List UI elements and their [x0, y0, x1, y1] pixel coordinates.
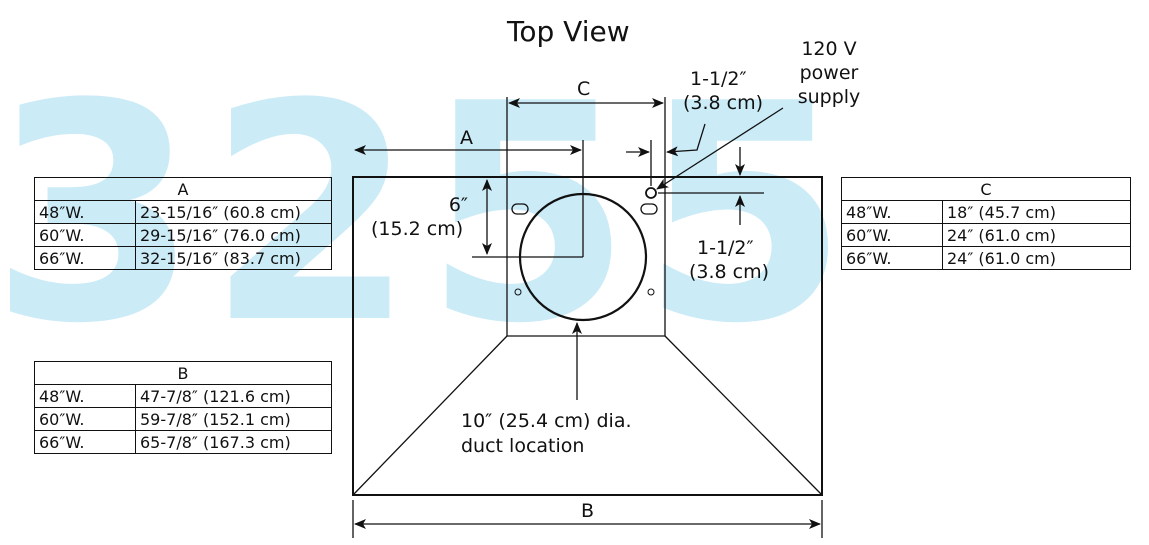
- table-row: 60″W. 59-7/8″ (152.1 cm): [34, 407, 332, 431]
- table-b-width-48: 48″W.: [34, 384, 136, 408]
- table-c-width-66: 66″W.: [841, 246, 943, 270]
- right-screw-hole: [647, 288, 655, 296]
- table-a-width-66: 66″W.: [34, 246, 136, 270]
- table-c-width-60: 60″W.: [841, 223, 943, 247]
- right-mounting-slot: [640, 203, 658, 215]
- table-c-value-60: 24″ (61.0 cm): [942, 223, 1131, 247]
- power-supply-label-3: supply: [797, 86, 861, 108]
- table-a-header: A: [34, 177, 332, 201]
- dimension-b-label: B: [581, 500, 595, 522]
- dimension-b-table: B 48″W. 47-7/8″ (121.6 cm) 60″W. 59-7/8″…: [34, 361, 332, 454]
- dimension-c-label: C: [577, 78, 591, 100]
- table-b-value-48: 47-7/8″ (121.6 cm): [135, 384, 332, 408]
- table-c-width-48: 48″W.: [841, 200, 943, 224]
- left-slope: [352, 335, 508, 496]
- table-a-value-60: 29-15/16″ (76.0 cm): [135, 223, 332, 247]
- table-row: 60″W. 24″ (61.0 cm): [841, 223, 1131, 247]
- table-b-header: B: [34, 361, 332, 385]
- view-title: Top View: [507, 15, 630, 48]
- power-supply-label-1: 120 V: [801, 38, 857, 60]
- back-offset-cm-label: (3.8 cm): [689, 261, 770, 283]
- power-supply-label-2: power: [799, 62, 859, 84]
- table-row: 66″W. 65-7/8″ (167.3 cm): [34, 430, 332, 454]
- duct-label-1: 10″ (25.4 cm) dia.: [461, 410, 632, 432]
- side-offset-label: 1-1/2″: [690, 68, 747, 90]
- duct-label-2: duct location: [461, 435, 585, 457]
- table-c-header: C: [841, 177, 1131, 201]
- table-a-width-48: 48″W.: [34, 200, 136, 224]
- table-b-width-66: 66″W.: [34, 430, 136, 454]
- power-leader: [656, 107, 784, 190]
- table-row: 48″W. 23-15/16″ (60.8 cm): [34, 200, 332, 224]
- table-row: 48″W. 47-7/8″ (121.6 cm): [34, 384, 332, 408]
- table-c-value-48: 18″ (45.7 cm): [942, 200, 1131, 224]
- table-b-value-60: 59-7/8″ (152.1 cm): [135, 407, 332, 431]
- back-offset-label: 1-1/2″: [697, 237, 754, 259]
- power-supply-hole: [645, 187, 657, 199]
- side-offset-cm-label: (3.8 cm): [683, 92, 764, 114]
- table-a-width-60: 60″W.: [34, 223, 136, 247]
- right-slope: [664, 335, 823, 496]
- dimension-a-label: A: [460, 127, 473, 149]
- table-c-value-66: 24″ (61.0 cm): [942, 246, 1131, 270]
- table-row: 48″W. 18″ (45.7 cm): [841, 200, 1131, 224]
- table-a-value-48: 23-15/16″ (60.8 cm): [135, 200, 332, 224]
- dimension-a-table: A 48″W. 23-15/16″ (60.8 cm) 60″W. 29-15/…: [34, 177, 332, 270]
- depth-label: 6″: [448, 194, 468, 216]
- table-row: 66″W. 24″ (61.0 cm): [841, 246, 1131, 270]
- table-row: 60″W. 29-15/16″ (76.0 cm): [34, 223, 332, 247]
- left-mounting-slot: [511, 203, 529, 215]
- table-row: 66″W. 32-15/16″ (83.7 cm): [34, 246, 332, 270]
- side-offset-arrow-right: [666, 123, 706, 157]
- table-a-value-66: 32-15/16″ (83.7 cm): [135, 246, 332, 270]
- left-screw-hole: [514, 288, 522, 296]
- table-b-value-66: 65-7/8″ (167.3 cm): [135, 430, 332, 454]
- table-b-width-60: 60″W.: [34, 407, 136, 431]
- dimension-c-table: C 48″W. 18″ (45.7 cm) 60″W. 24″ (61.0 cm…: [841, 177, 1131, 270]
- depth-cm-label: (15.2 cm): [371, 218, 464, 240]
- hood-outline: [352, 176, 823, 496]
